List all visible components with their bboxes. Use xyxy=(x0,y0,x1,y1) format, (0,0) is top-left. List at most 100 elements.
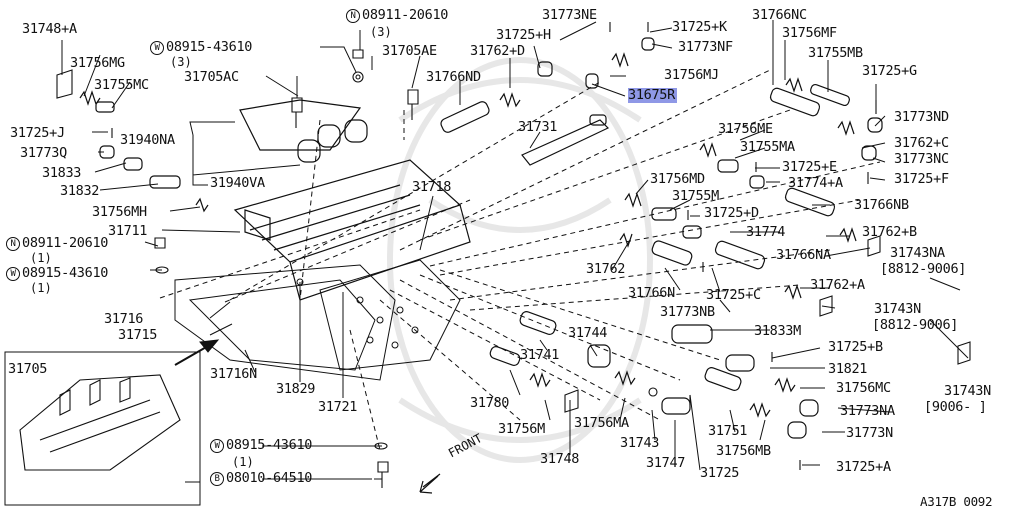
part-label-31766na: 31766NA xyxy=(776,247,831,263)
part-label-31743n-b: 31743N xyxy=(944,383,991,399)
springs xyxy=(79,52,857,418)
part-label-31762-c: 31762+C xyxy=(894,135,949,151)
part-label-31756mj: 31756MJ xyxy=(664,67,719,83)
part-label-31741: 31741 xyxy=(520,347,560,363)
date-range-8812-9006-b: [8812-9006] xyxy=(872,317,959,333)
separator-plates xyxy=(174,259,461,381)
part-label-31755mc: 31755MC xyxy=(94,77,149,93)
watermark-emblem xyxy=(387,57,653,463)
part-label-31705: 31705 xyxy=(8,361,48,377)
circled-letter-n: N xyxy=(346,9,360,23)
part-label-31773q: 31773Q xyxy=(20,145,67,161)
part-label-31725-c: 31725+C xyxy=(706,287,761,303)
part-label-31766nb: 31766NB xyxy=(854,197,909,213)
inset-valve-body xyxy=(19,374,181,471)
part-label-31755mb: 31755MB xyxy=(808,45,863,61)
part-label-31762: 31762 xyxy=(586,261,626,277)
part-label-31833m: 31833M xyxy=(754,323,801,339)
circled-letter-b: B xyxy=(210,472,224,486)
part-label-31711: 31711 xyxy=(108,223,148,239)
part-label-31743n-a: 31743N xyxy=(874,301,921,317)
part-label-31725-d: 31725+D xyxy=(704,205,759,221)
part-label-31744: 31744 xyxy=(568,325,608,341)
part-label-31756mf: 31756MF xyxy=(782,25,837,41)
part-label-31940na: 31940NA xyxy=(120,132,175,148)
part-label-31756mc: 31756MC xyxy=(836,380,891,396)
date-range-9006: [9006- ] xyxy=(924,399,987,415)
part-label-31748: 31748 xyxy=(540,451,580,467)
part-label-31705ae: 31705AE xyxy=(382,43,437,59)
part-label-31748-a: 31748+A xyxy=(22,21,77,37)
part-label-31833: 31833 xyxy=(42,165,82,181)
part-label-31773nc: 31773NC xyxy=(894,151,949,167)
part-label-31766n: 31766N xyxy=(628,285,675,301)
part-label-31773nb: 31773NB xyxy=(660,304,715,320)
figure-code: A317B 0092 xyxy=(920,494,993,509)
part-label-31755m: 31755M xyxy=(672,188,719,204)
quantity-1-a: (1) xyxy=(30,251,52,265)
part-label-31766nd: 31766ND xyxy=(426,69,481,85)
part-label-31756ma: 31756MA xyxy=(574,415,629,431)
quantity-1-c: (1) xyxy=(232,455,254,469)
part-label-31725: 31725 xyxy=(700,465,740,481)
pins-and-retainers xyxy=(56,22,971,488)
part-label-31940va: 31940VA xyxy=(210,175,265,191)
part-label-31721: 31721 xyxy=(318,399,358,415)
part-label-31725-b: 31725+B xyxy=(828,339,883,355)
part-label-31756mb: 31756MB xyxy=(716,443,771,459)
part-label-31773nf: 31773NF xyxy=(678,39,733,55)
part-label-31731: 31731 xyxy=(518,119,558,135)
date-range-8812-9006-a: [8812-9006] xyxy=(880,261,967,277)
part-label-31705ac: 31705AC xyxy=(184,69,239,85)
part-label-31756mg: 31756MG xyxy=(70,55,125,71)
part-label-31774: 31774 xyxy=(746,224,786,240)
part-label-31725-g: 31725+G xyxy=(862,63,917,79)
valves-and-plugs xyxy=(95,37,883,439)
part-label-31773n: 31773N xyxy=(846,425,893,441)
circled-letter-w: W xyxy=(6,267,20,281)
part-label-31756m: 31756M xyxy=(498,421,545,437)
part-label-31766nc: 31766NC xyxy=(752,7,807,23)
part-label-31747: 31747 xyxy=(646,455,686,471)
part-label-31774-a: 31774+A xyxy=(788,175,843,191)
quantity-3-a: (3) xyxy=(370,25,392,39)
part-label-31829: 31829 xyxy=(276,381,316,397)
part-label-31725-a: 31725+A xyxy=(836,459,891,475)
part-label-31756md: 31756MD xyxy=(650,171,705,187)
part-label-31751: 31751 xyxy=(708,423,748,439)
part-label-31675r-highlighted[interactable]: 31675R xyxy=(628,87,677,103)
part-label-31762-d: 31762+D xyxy=(470,43,525,59)
inset-frame xyxy=(4,351,201,506)
part-label-31725-f: 31725+F xyxy=(894,171,949,187)
circled-letter-n: N xyxy=(6,237,20,251)
part-label-31773na: 31773NA xyxy=(840,403,895,419)
part-label-31716n: 31716N xyxy=(210,366,257,382)
part-label-31762-a: 31762+A xyxy=(810,277,865,293)
part-label-31755ma: 31755MA xyxy=(740,139,795,155)
circled-letter-w: W xyxy=(210,439,224,453)
part-label-31725-k: 31725+K xyxy=(672,19,727,35)
part-label-31743na: 31743NA xyxy=(890,245,945,261)
part-label-31716: 31716 xyxy=(104,311,144,327)
part-label-31762-b: 31762+B xyxy=(862,224,917,240)
part-label-31715: 31715 xyxy=(118,327,158,343)
quantity-1-b: (1) xyxy=(30,281,52,295)
part-label-31756mh: 31756MH xyxy=(92,204,147,220)
part-label-31821: 31821 xyxy=(828,361,868,377)
quantity-3-b: (3) xyxy=(170,55,192,69)
part-label-31725-h: 31725+H xyxy=(496,27,551,43)
part-label-31773ne: 31773NE xyxy=(542,7,597,23)
part-label-31773nd: 31773ND xyxy=(894,109,949,125)
part-label-31725-e: 31725+E xyxy=(782,159,837,175)
part-label-31780: 31780 xyxy=(470,395,510,411)
part-label-31725-j: 31725+J xyxy=(10,125,65,141)
part-label-31743: 31743 xyxy=(620,435,660,451)
part-label-31756me: 31756ME xyxy=(718,121,773,137)
